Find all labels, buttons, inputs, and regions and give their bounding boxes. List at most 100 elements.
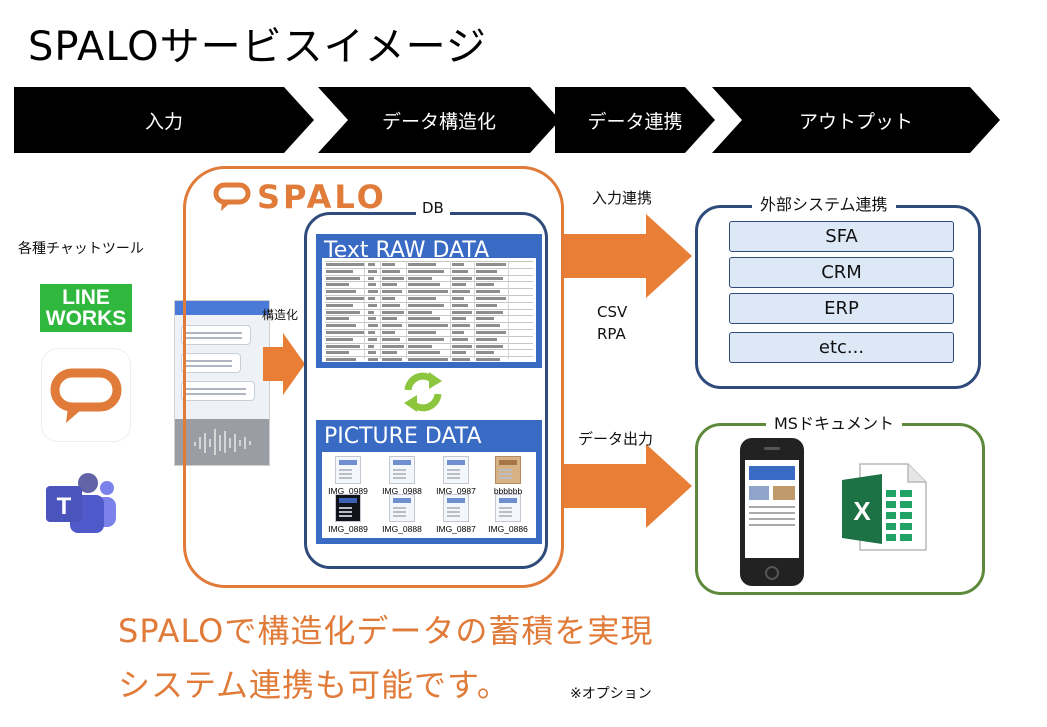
table-cell-text <box>382 317 398 321</box>
table-cell-text <box>368 351 376 355</box>
process-step-label: アウトプット <box>798 110 913 133</box>
table-cell-text <box>326 344 361 348</box>
table-cell-text <box>408 269 444 273</box>
chat-tools-label: 各種チャットツール <box>18 241 144 257</box>
integration-arrow <box>564 214 692 298</box>
svg-text:X: X <box>853 496 871 526</box>
system-item-etc: etc... <box>729 332 954 363</box>
table-cell-text <box>452 263 464 266</box>
table-column-line <box>474 261 475 359</box>
table-cell-text <box>326 303 353 307</box>
table-cell-text <box>452 310 472 314</box>
table-row-line <box>325 315 533 317</box>
picture-item: bbbbbb <box>484 456 532 496</box>
table-cell-text <box>326 337 353 341</box>
table-cell-text <box>382 269 400 273</box>
chat-bubble <box>181 353 241 373</box>
chat-header-bar <box>175 301 269 315</box>
excel-icon: X <box>842 463 927 551</box>
spalo-bubble-icon <box>213 182 251 211</box>
table-cell-text <box>476 297 506 300</box>
table-cell-text <box>326 276 361 280</box>
table-cell-text <box>408 324 448 328</box>
table-cell-text <box>382 344 404 348</box>
table-row-line <box>325 281 533 283</box>
table-cell-text <box>408 331 436 334</box>
table-cell-text <box>476 317 494 321</box>
picture-caption: IMG_0887 <box>436 524 476 534</box>
table-row-line <box>325 267 533 269</box>
table-cell-text <box>452 283 466 287</box>
table-row-line <box>325 322 533 324</box>
system-item-sfa: SFA <box>729 221 954 252</box>
table-cell-text <box>326 283 349 287</box>
image-thumbnail <box>495 494 521 522</box>
table-column-line <box>406 261 407 359</box>
table-cell-text <box>408 317 440 321</box>
picture-grid: IMG_0989 IMG_0988 IMG_0987 bbbbbb IMG_08… <box>322 452 536 538</box>
table-cell-text <box>408 337 444 341</box>
table-column-line <box>380 261 381 359</box>
table-cell-text <box>476 331 506 334</box>
table-cell-text <box>408 310 432 314</box>
table-column-line <box>508 261 509 359</box>
chat-screenshot <box>174 300 270 466</box>
table-cell-text <box>368 290 378 294</box>
table-cell-text <box>382 324 402 328</box>
table-cell-text <box>368 344 374 348</box>
picture-item: IMG_0886 <box>484 494 532 534</box>
table-cell-text <box>476 290 500 294</box>
system-item-erp: ERP <box>729 293 954 324</box>
chat-bubble <box>181 325 251 345</box>
process-step-integration: データ連携 <box>555 87 715 153</box>
csv-label: CSV <box>597 303 628 321</box>
table-cell-text <box>382 303 400 307</box>
table-cell-text <box>368 303 377 307</box>
table-cell-text <box>476 324 500 328</box>
sync-cycle-icon <box>404 372 442 412</box>
table-row-line <box>325 288 533 290</box>
table-cell-text <box>452 324 470 328</box>
summary-message-line2: システム連携も可能です。 <box>118 666 510 704</box>
teams-logo: T <box>44 470 118 536</box>
table-cell-text <box>408 303 444 307</box>
table-cell-text <box>368 269 377 273</box>
lineworks-logo-line2: WORKS <box>45 307 127 330</box>
table-cell-text <box>452 303 468 307</box>
table-cell-text <box>408 297 436 300</box>
spalo-app-icon <box>42 349 130 441</box>
process-step-label: 入力 <box>144 110 183 133</box>
table-row-line <box>325 342 533 344</box>
image-thumbnail <box>443 456 469 484</box>
voice-waveform <box>175 419 269 465</box>
picture-item: IMG_0889 <box>324 494 372 534</box>
system-item-crm: CRM <box>729 257 954 288</box>
process-step-input: 入力 <box>14 87 314 153</box>
table-cell-text <box>368 310 374 314</box>
svg-text:T: T <box>57 493 72 520</box>
image-thumbnail <box>495 456 521 484</box>
picture-item: IMG_0989 <box>324 456 372 496</box>
picture-caption: IMG_0989 <box>328 486 368 496</box>
table-cell-text <box>382 351 398 355</box>
table-cell-text <box>368 358 378 362</box>
summary-message-line1: SPALOで構造化データの蓄積を実現 <box>118 612 654 650</box>
chat-bubble <box>181 381 255 401</box>
table-cell-text <box>408 276 432 280</box>
table-cell-text <box>476 263 506 266</box>
table-cell-text <box>368 297 375 300</box>
table-cell-text <box>452 344 472 348</box>
table-row-line <box>325 356 533 358</box>
text-raw-data-panel: Text RAW DATA <box>316 234 542 368</box>
table-cell-text <box>326 290 357 294</box>
table-cell-text <box>382 358 402 362</box>
picture-item: IMG_0887 <box>432 494 480 534</box>
picture-caption: IMG_0987 <box>436 486 476 496</box>
table-cell-text <box>408 283 440 287</box>
table-cell-text <box>326 331 364 334</box>
spalo-logo: SPALO <box>213 178 387 216</box>
smartphone-image <box>740 438 804 586</box>
table-cell-text <box>408 358 448 362</box>
table-cell-text <box>452 331 464 334</box>
table-cell-text <box>408 290 448 294</box>
